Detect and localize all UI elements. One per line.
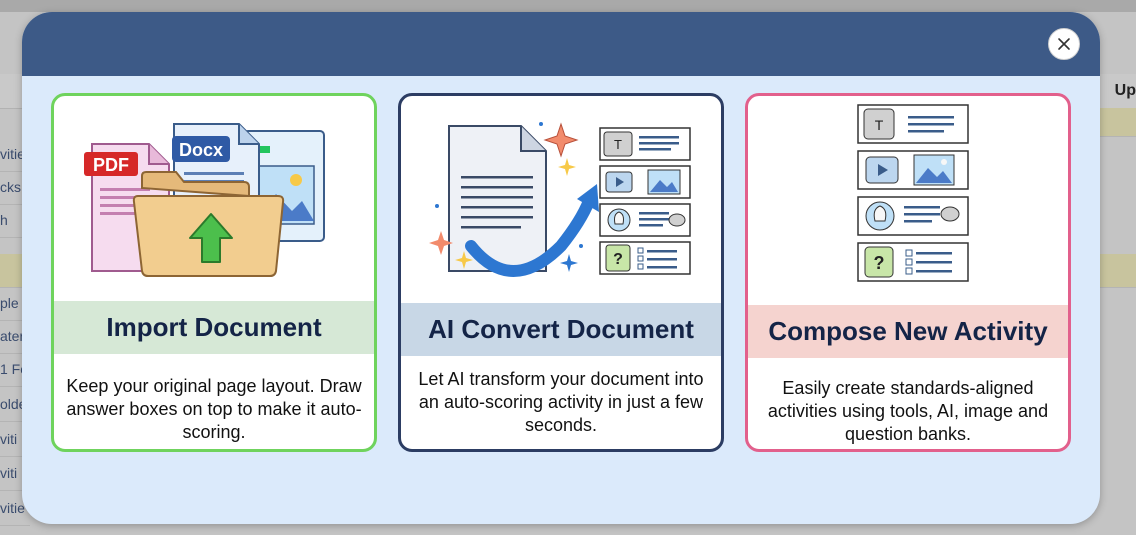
background-row-6[interactable]: 1 Fo (0, 353, 30, 387)
background-row-7[interactable]: olde (0, 388, 30, 422)
modal-header (22, 12, 1100, 76)
media-block-icon (857, 150, 969, 190)
close-button[interactable] (1048, 28, 1080, 60)
text-block-icon: T (599, 127, 691, 161)
ai-convert-document-description: Let AI transform your document into an a… (418, 369, 704, 435)
compose-new-activity-card[interactable]: T (745, 93, 1071, 452)
svg-text:T: T (875, 117, 884, 133)
ai-convert-illustration: T (429, 122, 691, 277)
background-row-right-group (1096, 108, 1136, 137)
media-block-icon (599, 165, 691, 199)
background-row-1[interactable]: vitie (0, 138, 30, 172)
ai-convert-document-card[interactable]: T (398, 93, 724, 452)
svg-text:Docx: Docx (179, 140, 223, 160)
import-document-description: Keep your original page layout. Draw ans… (66, 376, 362, 442)
background-topbar (0, 0, 1136, 12)
background-row-right-group-2 (1096, 254, 1136, 288)
background-row-5[interactable]: ater (0, 320, 30, 354)
upload-arrow-icon (189, 213, 233, 263)
text-block-icon: T (857, 104, 969, 144)
question-block-icon: ? (599, 241, 691, 275)
compose-activity-illustration: T (857, 104, 969, 282)
idea-block-icon (599, 203, 691, 237)
background-row-3[interactable]: h (0, 204, 30, 238)
close-icon (1058, 38, 1070, 50)
import-document-title: Import Document (54, 301, 374, 354)
svg-text:PDF: PDF (93, 155, 129, 175)
document-icon (448, 125, 547, 272)
compose-new-activity-description: Easily create standards-aligned activiti… (767, 378, 1049, 444)
background-row-8[interactable]: viti (0, 423, 30, 457)
import-document-card[interactable]: Docx PDF (51, 93, 377, 452)
background-row-10[interactable]: vitie (0, 492, 30, 526)
background-column-header: Up (1114, 82, 1136, 99)
create-activity-modal: Docx PDF (22, 12, 1100, 524)
compose-new-activity-title: Compose New Activity (748, 305, 1068, 358)
question-block-icon: ? (857, 242, 969, 282)
background-row-4[interactable]: ple (0, 287, 30, 321)
transform-arrow-icon (465, 184, 599, 277)
ai-convert-document-title: AI Convert Document (401, 303, 721, 356)
import-document-illustration: Docx PDF (84, 123, 325, 277)
sparkle-icon (429, 122, 583, 272)
background-row-2[interactable]: cks (0, 171, 30, 205)
svg-text:?: ? (874, 253, 885, 273)
idea-block-icon (857, 196, 969, 236)
svg-text:T: T (614, 137, 622, 152)
background-row-9[interactable]: viti (0, 457, 30, 491)
svg-text:?: ? (613, 251, 623, 268)
